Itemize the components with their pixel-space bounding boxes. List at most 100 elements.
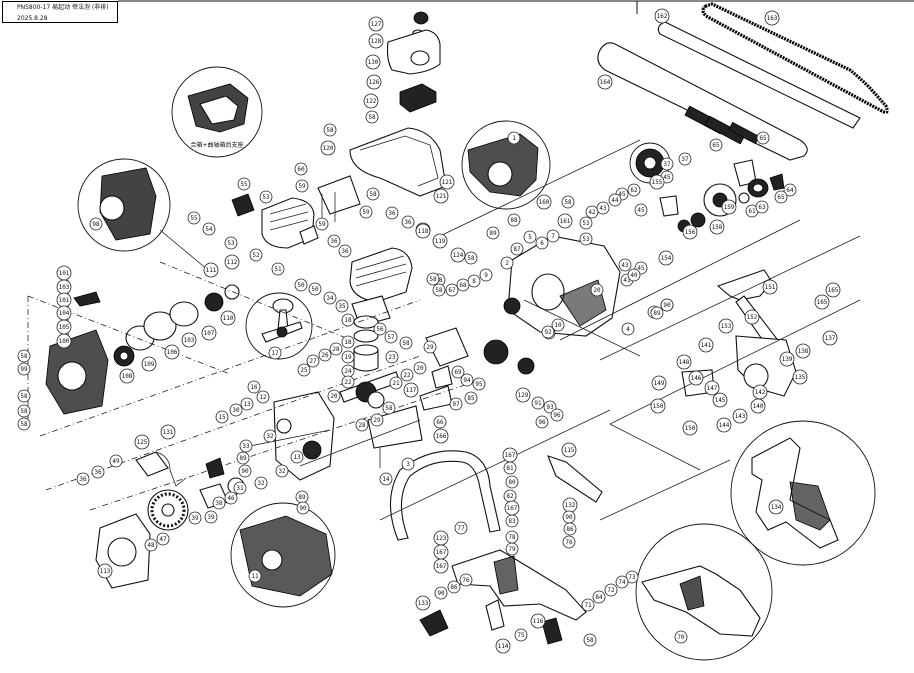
callout-bubble [370,413,384,427]
callout-bubble [503,461,517,475]
part-number: 162 [657,13,668,20]
part-number: 67 [448,287,456,294]
part-callout: 39 [204,510,218,524]
rear-handle-tank-detail [635,523,773,661]
part-number: 22 [403,372,411,379]
part-number: 58 [564,199,572,206]
part-number: 167 [436,563,447,570]
part-callout: 70 [674,630,688,644]
part-number: 116 [533,618,544,625]
part-number: 80 [508,479,516,486]
callout-bubble [563,522,577,536]
callout-bubble [238,464,252,478]
part-callout: 77 [454,521,468,535]
part-number: 137 [825,335,836,342]
callout-bubble [256,390,270,404]
part-callout: 62 [627,183,641,197]
part-number: 124 [453,252,464,259]
callout-bubble [450,247,466,263]
callout-bubble [233,481,247,495]
part-number: 40 [630,272,638,279]
part-number: 24 [344,368,352,375]
callout-bubble [181,332,197,348]
part-callout: 130 [365,54,381,70]
callout-bubble [744,309,760,325]
part-number: 22 [344,379,352,386]
clutch-parts [659,159,785,233]
part-callout: 167 [433,544,449,560]
part-number: 10 [554,322,562,329]
part-callout: 74 [615,575,629,589]
callout-bubble [220,310,236,326]
part-callout: 107 [201,325,217,341]
part-callout: 67 [445,283,459,297]
callout-bubble [536,194,552,210]
part-callout: 148 [676,354,692,370]
cylinder [349,247,413,327]
part-callout: 90 [660,298,674,312]
callout-bubble [89,217,103,231]
callout-bubble [318,348,332,362]
callout-bubble [368,33,384,49]
part-number: 105 [59,324,70,331]
part-callout: 111 [203,262,219,278]
part-number: 89 [239,455,247,462]
part-callout: 125 [134,434,150,450]
callout-bubble [608,193,622,207]
part-callout: 96 [550,408,564,422]
part-number: 129 [518,392,529,399]
callout-bubble [583,633,597,647]
part-number: 72 [607,587,615,594]
part-callout: 58 [382,401,396,415]
callout-bubble [423,340,437,354]
part-callout: 29 [370,413,384,427]
callout-bubble [768,499,784,515]
callout-bubble [385,350,399,364]
callout-bubble [224,491,238,505]
part-callout: 118 [415,223,431,239]
part-callout: 94 [460,373,474,387]
part-number: 59 [318,221,326,228]
callout-bubble [290,450,304,464]
part-number: 139 [782,356,793,363]
part-callout: 5 [523,230,537,244]
part-callout: 142 [752,384,768,400]
part-number: 101 [59,297,70,304]
part-number: 45 [618,191,626,198]
part-number: 145 [715,397,726,404]
part-number: 20 [416,365,424,372]
part-callout: 121 [433,188,449,204]
callout-bubble [454,521,468,535]
callout-bubble [17,404,31,418]
part-callout: 58 [17,404,31,418]
callout-bubble [239,439,253,453]
part-number: 96 [538,419,546,426]
part-number: 86 [450,584,458,591]
part-number: 132 [565,502,576,509]
part-callout: 133 [415,595,431,611]
part-number: 156 [685,229,696,236]
part-number: 165 [817,299,828,306]
throttle-parts [419,599,563,645]
part-callout: 163 [764,10,780,26]
callout-bubble [445,283,459,297]
part-number: 76 [462,577,470,584]
callout-bubble [275,464,289,478]
callout-bubble [203,262,219,278]
callout-bubble [546,229,560,243]
part-callout: 80 [505,475,519,489]
callout-bubble [379,472,393,486]
part-callout: 1 [507,131,521,145]
callout-bubble [224,236,238,250]
part-callout: 153 [718,318,734,334]
part-callout: 39 [188,511,202,525]
part-callout: 151 [762,279,778,295]
callout-bubble [415,595,431,611]
part-callout: 20 [327,389,341,403]
title-block: PN5800-17 易起动 帝法泡 (非排) 2025.8.28 [2,1,118,23]
part-callout: 68 [456,278,470,292]
drawing-title: PN5800-17 易起动 帝法泡 (非排) [17,4,109,11]
callout-bubble [507,131,521,145]
part-callout: 82 [503,489,517,503]
callout-bubble [660,298,674,312]
